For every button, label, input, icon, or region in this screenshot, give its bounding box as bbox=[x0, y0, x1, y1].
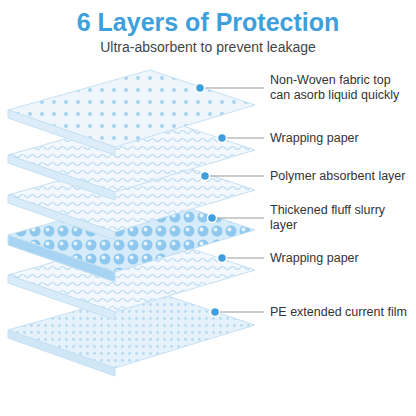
subtitle: Ultra-absorbent to prevent leakage bbox=[0, 39, 416, 55]
layer-label: Thickened fluff slurry layer bbox=[270, 203, 410, 233]
layer-label: Wrapping paper bbox=[270, 251, 410, 266]
layer-label: Polymer absorbent layer bbox=[270, 169, 410, 184]
layer-label: PE extended current film bbox=[270, 305, 410, 320]
diagram-title: 6 Layers of Protection bbox=[0, 8, 416, 37]
layer-label: Wrapping paper bbox=[270, 131, 410, 146]
layer-label: Non-Woven fabric top can asorb liquid qu… bbox=[270, 73, 410, 103]
